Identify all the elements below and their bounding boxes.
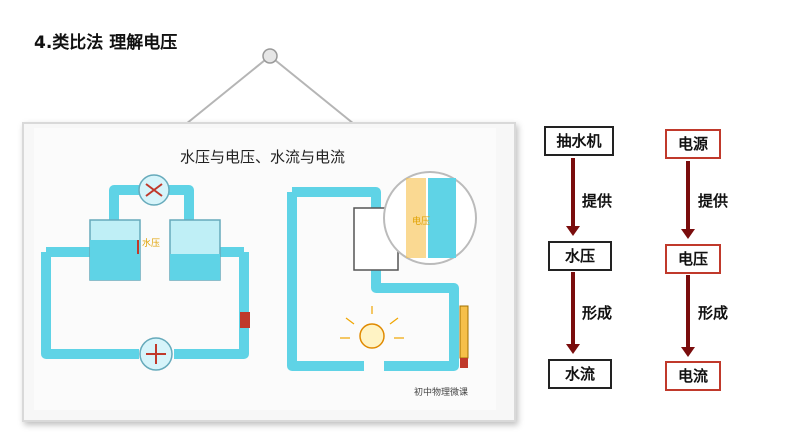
- arrow-voltage-to-current: [681, 275, 695, 357]
- pump-box: 抽水机: [544, 126, 614, 156]
- voltage-box: 电压: [665, 244, 721, 274]
- label-form-water: 形成: [582, 304, 613, 322]
- water-flow-box: 水流: [548, 359, 612, 389]
- water-pressure-box: 水压: [548, 241, 612, 271]
- arrow-pump-to-pressure: [566, 158, 580, 236]
- page-title: 4.类比法 理解电压: [34, 33, 178, 53]
- water-pressure-label: 水压: [142, 237, 160, 249]
- label-form-elec: 形成: [698, 304, 729, 322]
- analogy-picture: 水压 电压: [34, 128, 496, 410]
- label-provide-water: 提供: [582, 192, 613, 210]
- arrow-pressure-to-flow: [566, 272, 580, 354]
- picture-credit: 初中物理微课: [414, 388, 469, 398]
- elec-pressure-label: 电压: [412, 215, 430, 227]
- power-source-box: 电源: [665, 129, 721, 159]
- current-box: 电流: [665, 361, 721, 391]
- label-provide-elec: 提供: [698, 192, 729, 210]
- arrow-source-to-voltage: [681, 161, 695, 239]
- circuit-illustration: 水压 电压: [41, 171, 477, 371]
- picture-caption: 水压与电压、水流与电流: [180, 148, 346, 166]
